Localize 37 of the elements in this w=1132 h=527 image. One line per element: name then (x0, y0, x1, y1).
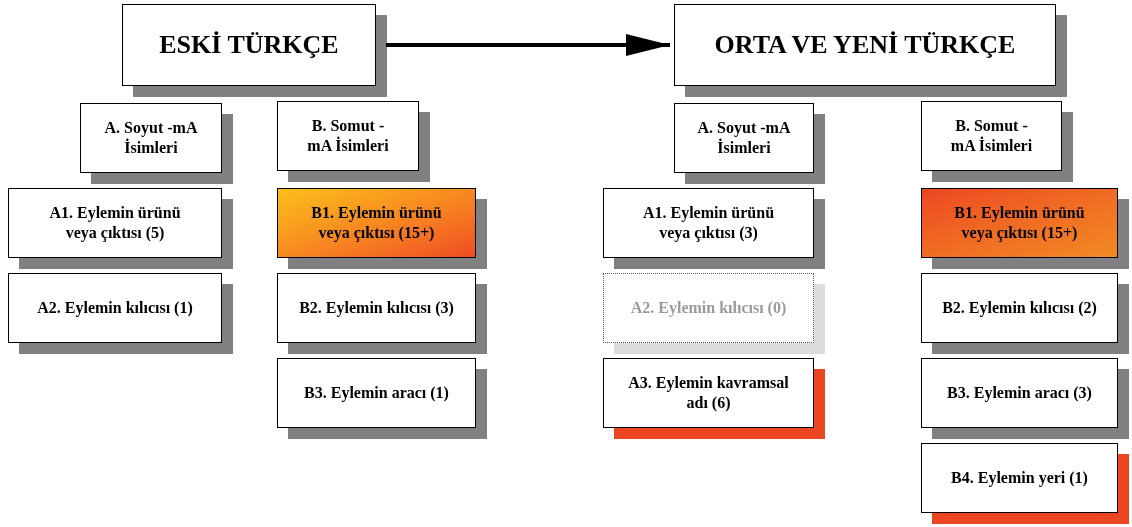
box-label: A. Soyut -mA İsimleri (103, 118, 199, 158)
category-box (674, 103, 814, 173)
box-label: B1. Eylemin ürünü veya çıktısı (15+) (310, 203, 443, 243)
category-box (277, 273, 476, 343)
title-box (122, 4, 376, 86)
box-label: A1. Eylemin ürünü veya çıktısı (3) (641, 203, 776, 243)
category-box (8, 273, 222, 343)
category-box (80, 103, 222, 173)
box-label: B4. Eylemin yeri (1) (951, 468, 1088, 488)
category-box (921, 358, 1118, 428)
arrow (386, 34, 670, 56)
box-label: B. Somut -mA İsimleri (949, 116, 1034, 156)
category-box (921, 101, 1062, 171)
title-box (674, 4, 1056, 86)
box-label: A2. Eylemin kılıcısı (1) (37, 298, 193, 318)
new-category-box (603, 358, 814, 428)
box-label: A3. Eylemin kavramsal adı (6) (627, 373, 790, 413)
highlighted-box (921, 188, 1118, 258)
box-label: B3. Eylemin aracı (1) (304, 383, 449, 403)
box-label: ESKİ TÜRKÇE (159, 28, 339, 61)
box-label: ORTA VE YENİ TÜRKÇE (714, 28, 1016, 61)
box-label: A. Soyut -mA İsimleri (696, 118, 792, 158)
box-label: B2. Eylemin kılıcısı (2) (942, 298, 1097, 318)
new-category-box (921, 443, 1118, 513)
empty-category-box (603, 273, 814, 343)
highlighted-box (277, 188, 476, 258)
category-box (277, 101, 419, 171)
box-label: A1. Eylemin ürünü veya çıktısı (5) (48, 203, 182, 243)
category-box (921, 273, 1118, 343)
box-label: A2. Eylemin kılıcısı (0) (630, 298, 787, 318)
box-label: B2. Eylemin kılıcısı (3) (299, 298, 454, 318)
box-label: B3. Eylemin aracı (3) (947, 383, 1092, 403)
category-box (277, 358, 476, 428)
category-box (8, 188, 222, 258)
category-box (603, 188, 814, 258)
box-label: B1. Eylemin ürünü veya çıktısı (15+) (953, 203, 1086, 243)
box-label: B. Somut -mA İsimleri (306, 116, 390, 156)
